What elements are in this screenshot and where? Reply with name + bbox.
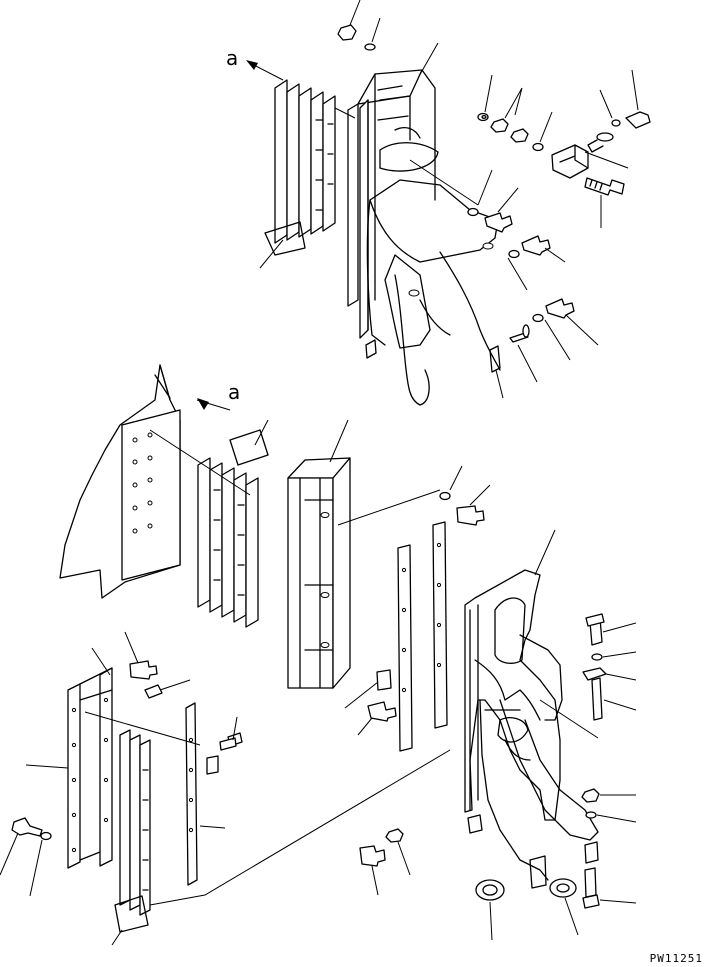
middle-channel-column (287, 457, 351, 689)
top-main-bracket (347, 69, 501, 406)
middle-shim-plate-stack (197, 429, 269, 628)
middle-hardware (367, 491, 485, 722)
middle-slide-strips (397, 521, 448, 752)
view-a-label-mid: a (228, 380, 241, 404)
middle-leader-lines (149, 398, 491, 736)
top-leader-lines (246, 0, 639, 399)
drawing-code: PW11251 (649, 952, 703, 965)
middle-base-plate (59, 364, 181, 599)
top-shim-plate-stack (264, 79, 336, 256)
bottom-left-plate-assembly (67, 667, 198, 933)
bottom-left-hardware (11, 660, 243, 841)
bottom-right-arm-assembly (464, 569, 599, 889)
bottom-left-leader-lines (0, 631, 451, 946)
bottom-right-leader-lines (371, 529, 637, 941)
view-a-label-top: a (226, 46, 239, 70)
bottom-right-hardware (359, 613, 607, 909)
top-hardware (337, 24, 651, 343)
